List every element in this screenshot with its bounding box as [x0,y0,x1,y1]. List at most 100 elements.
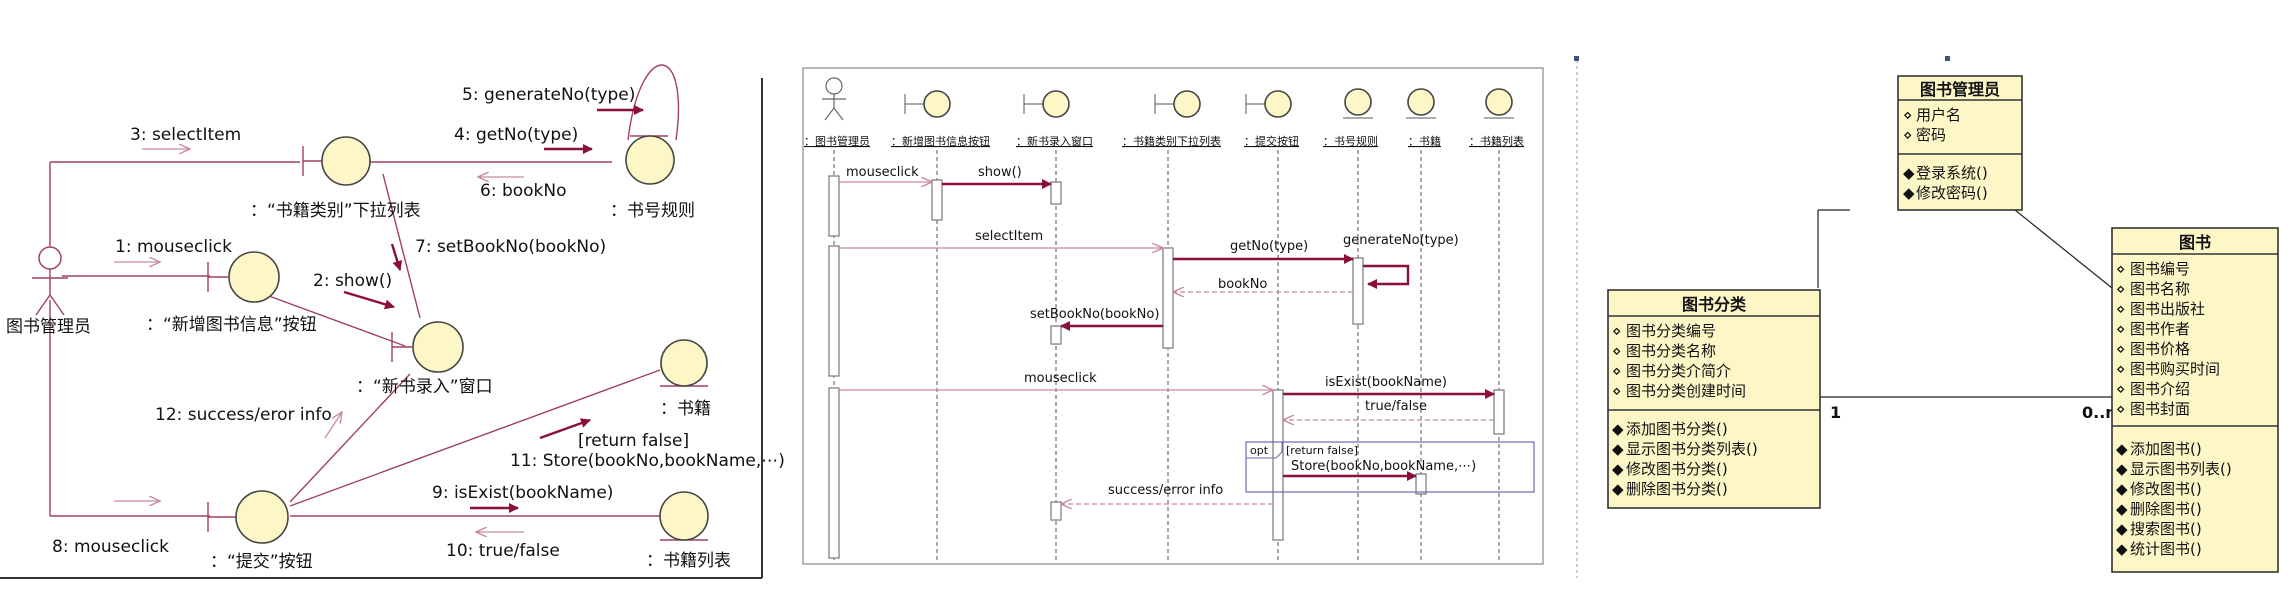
class-book-attr-icon: ⋄ [2116,340,2125,358]
seq-activations [828,175,1505,559]
class-book-attr-icon: ⋄ [2116,300,2125,318]
lifeline-label-entry-window: ：新书录入窗口 [1016,134,1093,148]
seq-msg-mouseclick-1: mouseclick [846,165,919,180]
actor-librarian: 图书管理员 [6,246,91,337]
msg-11-guard: [return false] [578,431,689,451]
class-category-attr-icon: ⋄ [1612,342,1621,360]
class-book: 图书 ⋄ 图书编号 ⋄ 图书名称 ⋄ 图书出版社 ⋄ 图书作者 ⋄ 图书价格 ⋄… [2111,227,2279,573]
lifeline-label-book-list: ：书籍列表 [1469,134,1524,148]
object-category-list-label: ：“书籍类别”下拉列表 [250,201,421,221]
lifeline-label-add-button: ：新增图书信息按钮 [891,134,990,148]
seq-boundary-submit-button [1245,90,1292,118]
seq-message-arrows [839,182,1495,504]
lifeline-label-book: ：书籍 [1408,134,1441,148]
class-book-attr-1: 图书名称 [2130,280,2190,298]
class-book-op-icon: ◆ [2116,460,2128,478]
seq-msg-bookno: bookNo [1218,277,1267,292]
class-book-attr-7: 图书封面 [2130,400,2190,418]
class-book-op-4: 搜索图书() [2130,520,2202,538]
seq-lifeline-labels: ：图书管理员 ：新增图书信息按钮 ：新书录入窗口 ：书籍类别下拉列表 ：提交按钮… [804,134,1524,148]
object-submit-button-label: ：“提交”按钮 [210,552,313,572]
class-category-op-3: 删除图书分类() [1626,480,1728,498]
lifeline-label-submit-button: ：提交按钮 [1244,134,1299,148]
object-entry-window: ：“新书录入”窗口 [356,321,493,397]
class-book-attr-icon: ⋄ [2116,400,2125,418]
object-numbering-rule-label: ：书号规则 [610,201,695,221]
object-book: ：书籍 [660,339,711,419]
class-librarian-op-icon: ◆ [1903,164,1915,182]
class-librarian-op-icon: ◆ [1903,184,1915,202]
seq-entity-numbering-rule [1343,88,1373,119]
class-diagram: 1 0..n 图书管理员 ⋄ 用户名 ⋄ 密码 ◆ 登录系统() ◆ 修改密码(… [1574,56,2279,578]
class-book-attributes: ⋄ 图书编号 ⋄ 图书名称 ⋄ 图书出版社 ⋄ 图书作者 ⋄ 图书价格 ⋄ 图书… [2116,260,2220,418]
opt-label: opt [1250,444,1269,457]
multiplicity-one: 1 [1830,403,1841,422]
lifeline-label-category-list: ：书籍类别下拉列表 [1122,134,1221,148]
class-category-attr-icon: ⋄ [1612,362,1621,380]
seq-msg-truefalse: true/false [1365,399,1427,414]
class-category-op-0: 添加图书分类() [1626,420,1728,438]
collab-links [49,64,680,517]
class-book-attr-icon: ⋄ [2116,360,2125,378]
class-category-op-icon: ◆ [1612,480,1624,498]
seq-boundary-entry-window [1023,90,1070,118]
seq-actor-librarian [822,77,846,121]
class-category-name: 图书分类 [1682,295,1747,314]
seq-msg-store: Store(bookNo,bookName,⋯) [1291,459,1476,474]
msg-6-label: 6: bookNo [480,181,567,201]
class-book-attr-6: 图书介绍 [2130,380,2190,398]
class-category: 图书分类 ⋄ 图书分类编号 ⋄ 图书分类名称 ⋄ 图书分类介简介 ⋄ 图书分类创… [1607,289,1821,509]
class-book-attr-icon: ⋄ [2116,260,2125,278]
class-book-op-icon: ◆ [2116,480,2128,498]
class-book-operations: ◆ 添加图书() ◆ 显示图书列表() ◆ 修改图书() ◆ 删除图书() ◆ … [2116,440,2232,558]
multiplicity-many: 0..n [2082,403,2117,422]
class-librarian-op-0: 登录系统() [1916,164,1988,182]
class-librarian: 图书管理员 ⋄ 用户名 ⋄ 密码 ◆ 登录系统() ◆ 修改密码() [1897,75,2023,211]
object-category-list: ：“书籍类别”下拉列表 [250,136,421,221]
seq-boundary-category-list [1154,90,1201,118]
seq-msg-setbookno: setBookNo(bookNo) [1030,307,1159,322]
class-category-attr-icon: ⋄ [1612,322,1621,340]
class-associations: 1 0..n [1817,209,2117,422]
seq-msg-isexist: isExist(bookName) [1325,375,1447,390]
msg-3-label: 3: selectItem [130,125,241,145]
seq-opt-frame: opt [return false] [1245,441,1535,493]
object-numbering-rule: ：书号规则 [610,135,695,221]
msg-9-label: 9: isExist(bookName) [432,483,613,503]
class-book-op-5: 统计图书() [2130,540,2202,558]
class-category-attr-icon: ⋄ [1612,382,1621,400]
sequence-diagram: ：图书管理员 ：新增图书信息按钮 ：新书录入窗口 ：书籍类别下拉列表 ：提交按钮… [802,67,1544,565]
collab-message-labels: 3: selectItem 5: generateNo(type) 4: get… [52,85,785,561]
class-librarian-op-1: 修改密码() [1916,184,1988,202]
lifeline-label-numbering-rule: ：书号规则 [1323,134,1378,148]
seq-msg-show: show() [978,165,1022,180]
msg-11-label: 11: Store(bookNo,bookName,⋯) [510,451,785,471]
collaboration-diagram: 图书管理员 ：“书籍类别”下拉列表 ：书号规则 ：“新增图书信息”按钮 ：“ [0,64,785,579]
class-category-attr-2: 图书分类介简介 [1626,362,1731,380]
class-book-op-icon: ◆ [2116,520,2128,538]
msg-10-label: 10: true/false [446,541,560,561]
class-book-op-icon: ◆ [2116,440,2128,458]
class-category-attr-0: 图书分类编号 [1626,322,1716,340]
object-add-button: ：“新增图书信息”按钮 [146,251,317,335]
msg-1-label: 1: mouseclick [115,237,232,257]
class-category-attr-3: 图书分类创建时间 [1626,382,1746,400]
class-book-attr-2: 图书出版社 [2130,300,2205,318]
seq-entity-book-list [1484,88,1514,119]
seq-msg-mouseclick-2: mouseclick [1024,371,1097,386]
msg-8-label: 8: mouseclick [52,537,169,557]
class-book-attr-3: 图书作者 [2130,320,2190,338]
class-librarian-attr-0: 用户名 [1916,106,1961,124]
object-submit-button: ：“提交”按钮 [207,490,313,572]
msg-2-label: 2: show() [313,271,392,291]
class-librarian-attr-icon: ⋄ [1903,126,1912,144]
class-book-attr-5: 图书购买时间 [2130,360,2220,378]
class-category-op-1: 显示图书分类列表() [1626,440,1758,458]
object-book-list-label: ：书籍列表 [646,551,731,571]
class-category-op-icon: ◆ [1612,420,1624,438]
sequence-frame [802,67,1544,565]
object-book-label: ：书籍 [660,399,711,419]
class-book-op-3: 删除图书() [2130,500,2202,518]
class-librarian-name: 图书管理员 [1920,80,2000,99]
